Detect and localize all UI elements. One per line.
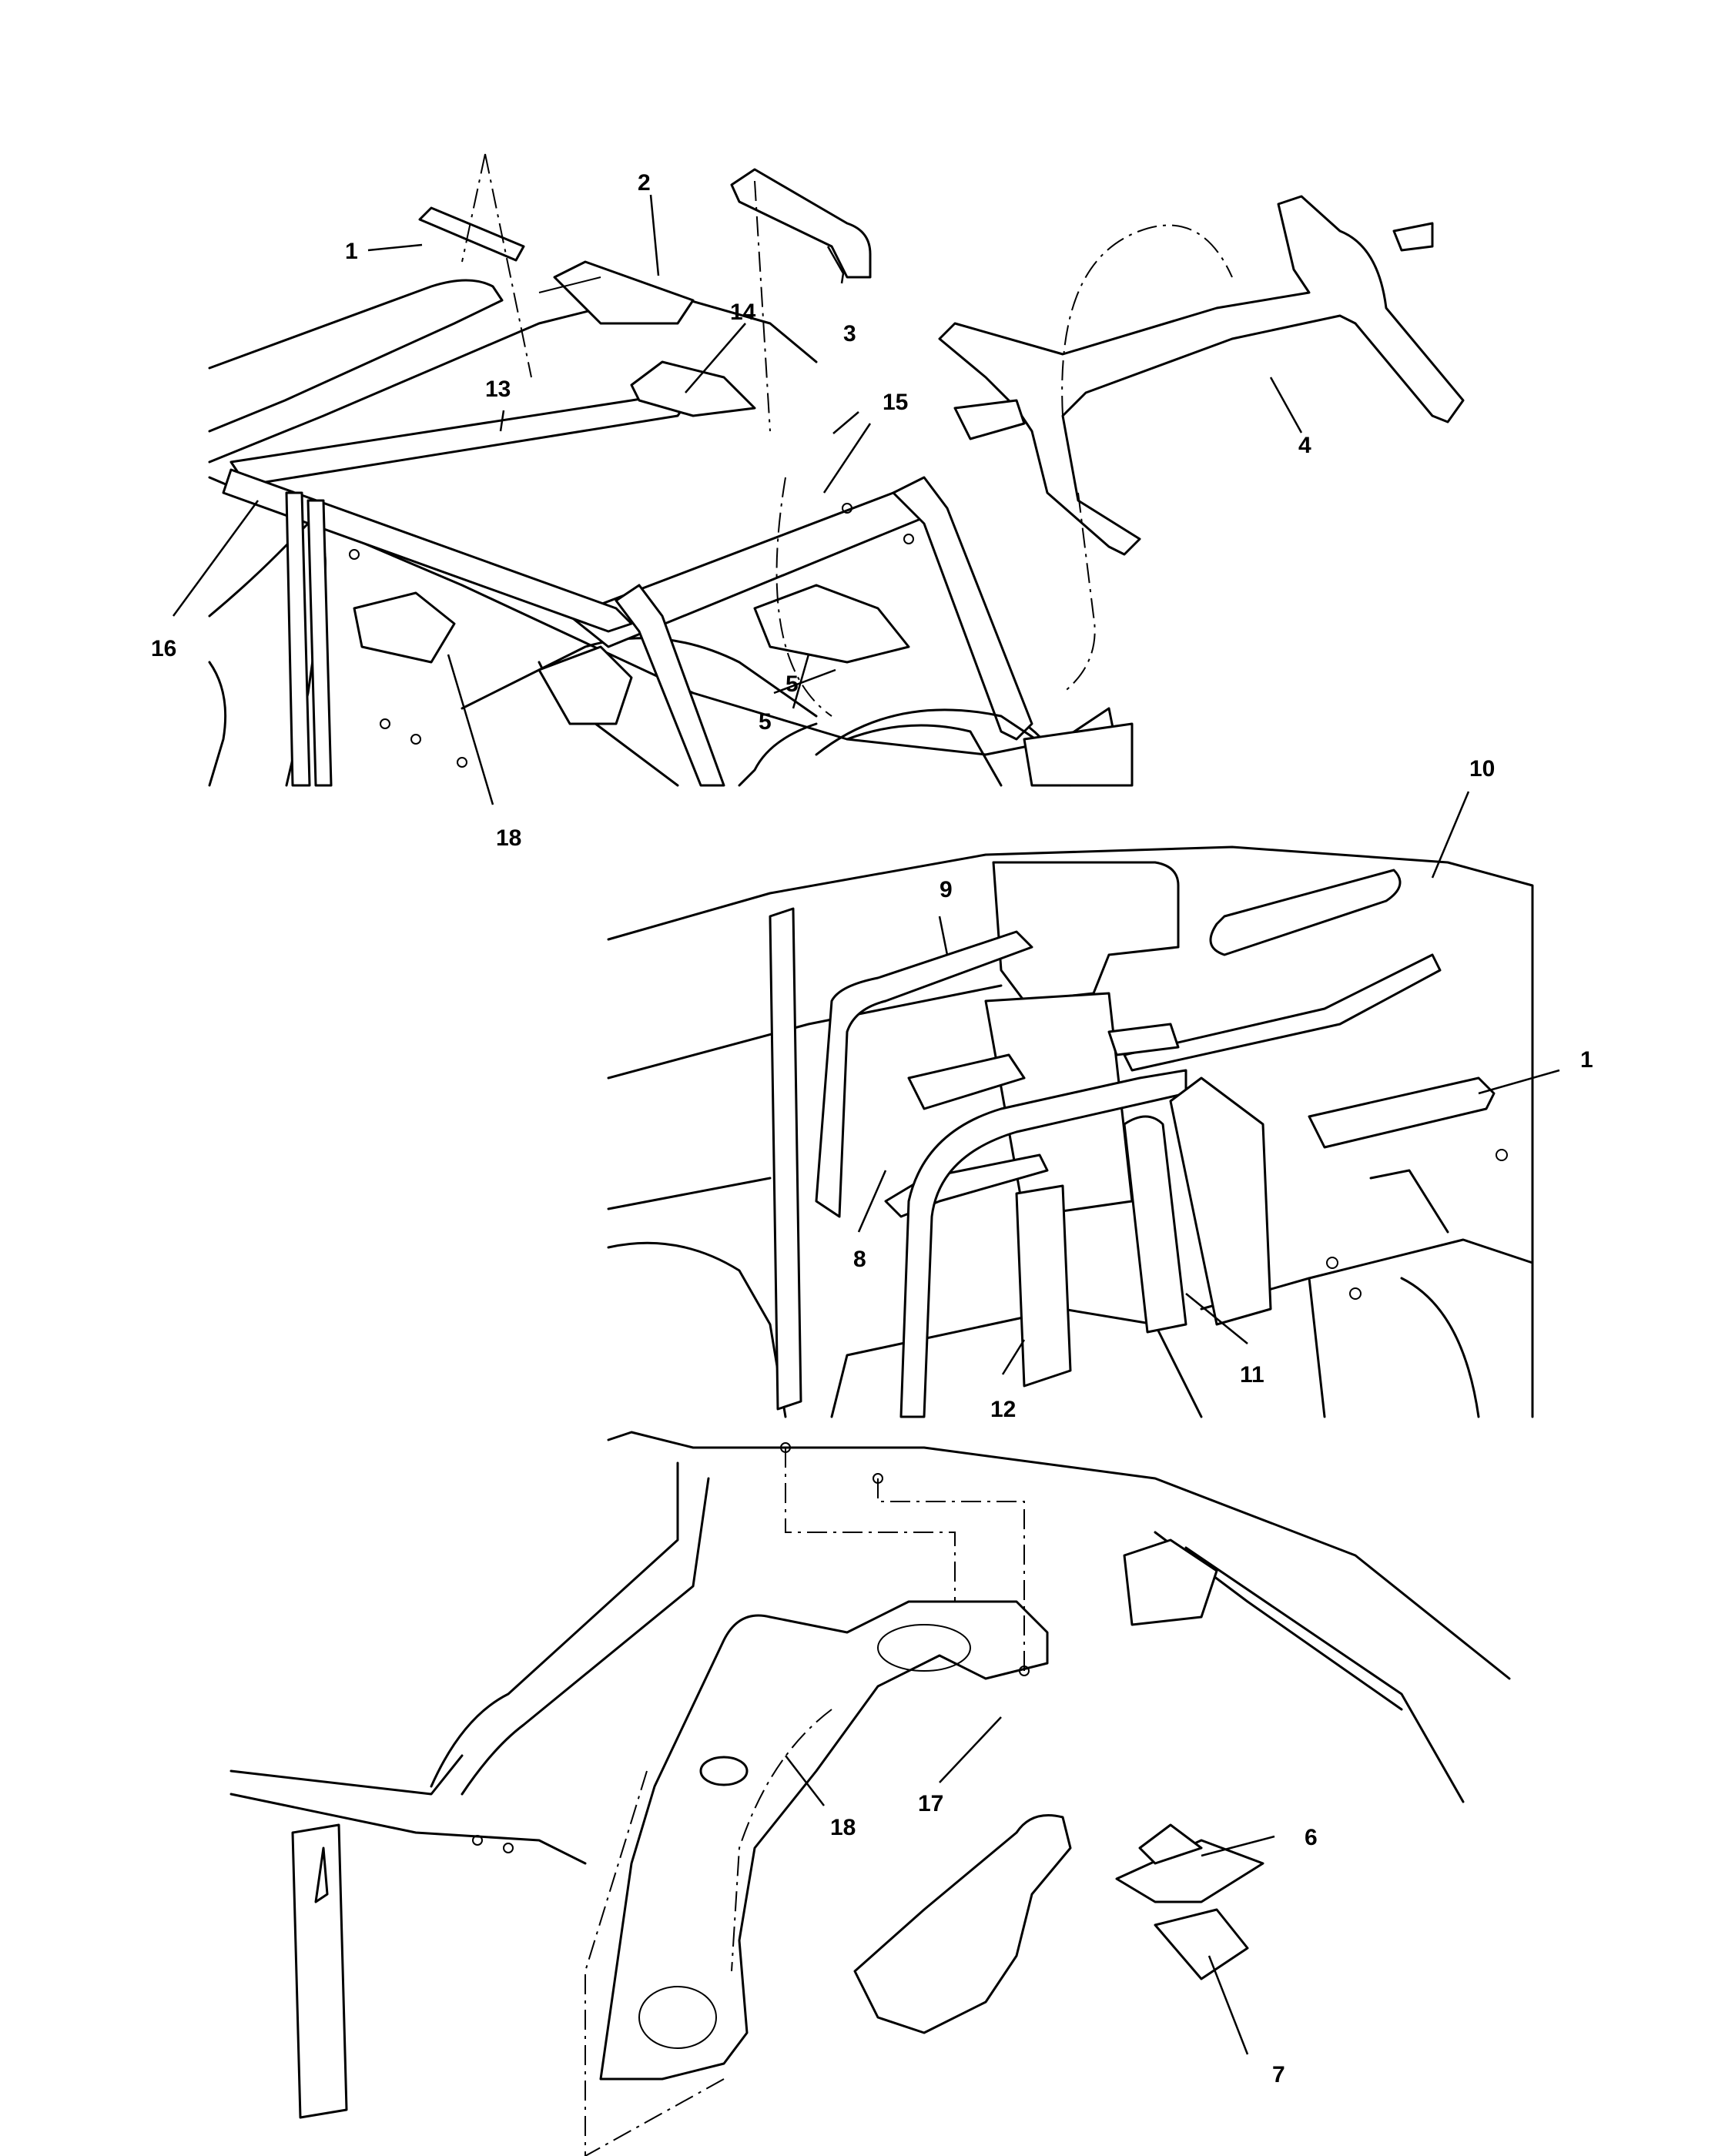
top-guide-lines [461, 153, 832, 717]
callouts-top: 1 2 3 4 5 5 13 14 15 16 18 [151, 170, 1311, 851]
callout-7: 7 [1272, 2062, 1285, 2087]
callout-3: 3 [843, 321, 856, 346]
callout-1-middle: 1 [1580, 1047, 1593, 1073]
part-4-sport-bar-cover [938, 195, 1465, 694]
callout-12: 12 [990, 1397, 1016, 1422]
callout-18-bottom: 18 [830, 1815, 856, 1840]
callout-18-top: 18 [496, 825, 521, 851]
callout-11: 11 [1240, 1362, 1264, 1388]
part-1-roof-trim [418, 206, 525, 262]
callout-6: 6 [1305, 1825, 1318, 1850]
callout-8: 8 [853, 1247, 866, 1272]
callout-13: 13 [485, 377, 511, 402]
callout-5-upper: 5 [785, 671, 799, 697]
callout-2: 2 [638, 170, 651, 196]
part-3-roof-trim [730, 168, 872, 279]
callout-1-top: 1 [345, 239, 358, 264]
callout-14: 14 [730, 300, 756, 325]
callout-4: 4 [1298, 433, 1311, 458]
bottom-view-illustration [229, 1431, 1511, 2156]
top-view-illustration [208, 279, 1134, 787]
leader-lines [172, 194, 1560, 2055]
callout-5-lower: 5 [759, 709, 772, 735]
part-2-roof-trim [538, 260, 695, 325]
callout-15: 15 [883, 390, 908, 415]
callout-10: 10 [1469, 756, 1495, 782]
callouts-bottom: 18 17 6 7 [830, 1791, 1318, 2087]
callout-9: 9 [940, 877, 953, 902]
callout-17: 17 [918, 1791, 943, 1816]
callouts-middle: 10 9 1 8 11 12 [853, 756, 1593, 1422]
middle-view-illustration [607, 845, 1534, 1418]
callout-16: 16 [151, 636, 176, 661]
